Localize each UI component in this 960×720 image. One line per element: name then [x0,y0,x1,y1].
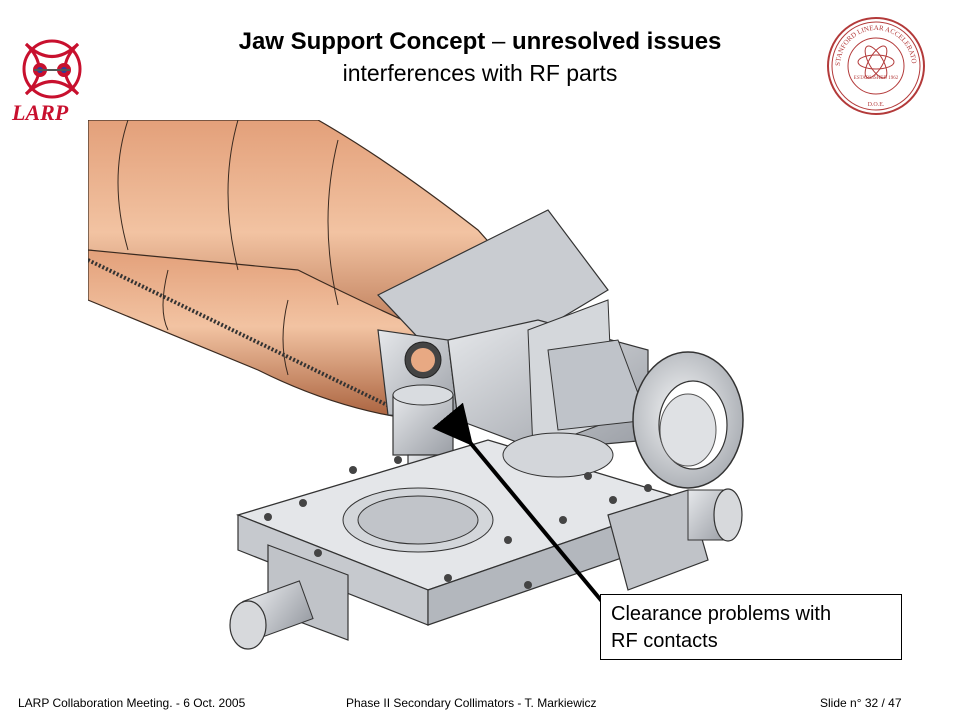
cylinder-stub-right [687,488,743,542]
slac-seal-icon: STANFORD LINEAR ACCELERATOR CENTER ESTAB… [826,16,925,115]
title-dash: – [485,28,512,55]
larp-logo-text: LARP [12,100,69,125]
footer-presenter: Phase II Secondary Collimators - T. Mark… [346,696,597,710]
clearance-callout: Clearance problems with RF contacts [600,594,902,660]
cylinder-stub-left [229,580,314,650]
slide-title: Jaw Support Concept – unresolved issues [150,26,810,58]
rf-flange [632,351,744,489]
footer-slide-number: Slide n° 32 / 47 [820,696,902,710]
larp-logo-icon [22,39,82,99]
seal-established: ESTABLISHED 1962 [854,76,899,81]
callout-arrow [432,402,607,607]
footer-meeting: LARP Collaboration Meeting. - 6 Oct. 200… [18,696,246,710]
support-leg-right [607,489,709,591]
jaw-support-cad-figure [88,120,744,650]
callout-line-1: Clearance problems with [611,603,832,625]
callout-line-2: RF contacts [611,630,718,652]
base-plate-holes [264,456,652,589]
slide-title-block: Jaw Support Concept – unresolved issues … [150,26,810,88]
seal-doe: D.O.E. [868,102,885,108]
title-part-1: Jaw Support Concept [238,28,486,55]
title-part-2: unresolved issues [511,28,722,55]
slide-subtitle: interferences with RF parts [342,60,618,86]
